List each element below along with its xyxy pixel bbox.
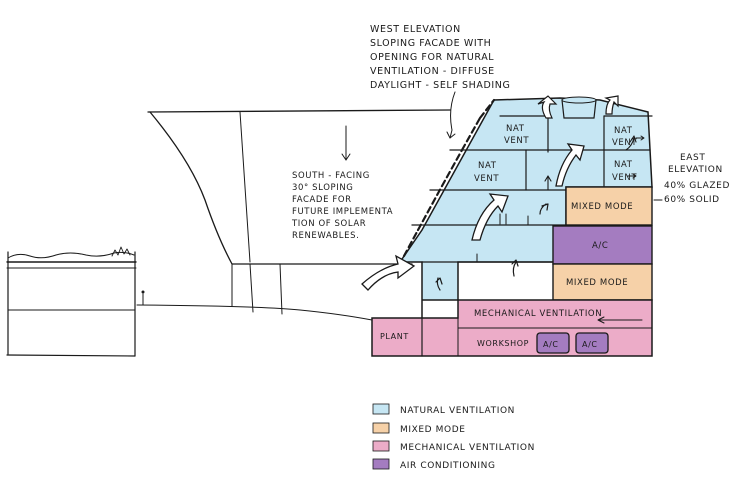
rising-arrow-mid — [471, 193, 509, 241]
annotation-leaders — [341, 91, 663, 201]
south-line-4: FUTURE IMPLEMENTA — [292, 207, 393, 217]
workshop-label: WORKSHOP — [477, 339, 529, 348]
zone-labels: NAT VENT NAT VENT NAT VENT NAT VENT MIXE… — [380, 124, 637, 349]
nat-vent-3-line-1: NAT — [614, 126, 633, 136]
legend-label-mechanical-ventilation: MECHANICAL VENTILATION — [400, 443, 535, 453]
ac-upper-label: A/C — [592, 241, 608, 251]
existing-building-left — [6, 246, 145, 357]
west-line-2: SLOPING FACADE WITH — [370, 38, 491, 49]
sloping-canopy — [147, 109, 451, 315]
legend-swatch-mechanical-ventilation — [372, 440, 390, 452]
legend-label-air-conditioning: AIR CONDITIONING — [400, 461, 496, 471]
nat-vent-2-line-2: VENT — [474, 174, 499, 184]
east-line-3: 40% GLAZED — [664, 181, 730, 191]
nat-vent-4-line-2: VENT — [612, 173, 637, 183]
annotation-west-elevation: WEST ELEVATION SLOPING FACADE WITH OPENI… — [370, 24, 510, 91]
west-line-5: DAYLIGHT - SELF SHADING — [370, 80, 510, 91]
legend-swatch-air-conditioning — [372, 458, 390, 470]
zone-air-conditioning-workshop-2 — [575, 332, 609, 354]
mechanical-ventilation-label: MECHANICAL VENTILATION — [474, 309, 602, 319]
nat-vent-4-line-1: NAT — [614, 160, 633, 170]
legend-item-air-conditioning: AIR CONDITIONING — [372, 458, 496, 471]
roof-exhaust-arrow-right — [604, 95, 619, 115]
legend-swatch-natural-ventilation — [372, 403, 390, 415]
south-line-5: TION OF SOLAR — [291, 219, 366, 229]
zone-air-conditioning-workshop-1 — [536, 332, 570, 354]
east-line-4: 60% SOLID — [664, 195, 720, 205]
nat-vent-1-line-1: NAT — [506, 124, 525, 134]
west-line-4: VENTILATION - DIFFUSE — [370, 66, 495, 77]
roof-exhaust-arrow-left — [537, 95, 558, 119]
west-line-1: WEST ELEVATION — [370, 24, 461, 35]
legend: NATURAL VENTILATION MIXED MODE MECHANICA… — [372, 403, 535, 471]
ac-workshop-2-label: A/C — [582, 340, 598, 349]
ac-workshop-1-label: A/C — [543, 340, 559, 349]
zone-mixed-mode-upper — [565, 186, 653, 226]
nat-vent-1-line-2: VENT — [504, 136, 529, 146]
zone-air-conditioning-upper — [552, 225, 653, 265]
south-line-2: 30° SLOPING — [292, 183, 353, 193]
building-section — [371, 96, 653, 357]
plant-label: PLANT — [380, 332, 409, 341]
airflow-arrows — [361, 95, 645, 324]
south-line-6: RENEWABLES. — [292, 231, 359, 241]
zone-mixed-mode-lower — [552, 263, 653, 301]
legend-label-mixed-mode: MIXED MODE — [400, 425, 466, 435]
nat-vent-2-line-1: NAT — [478, 161, 497, 171]
mixed-mode-upper-label: MIXED MODE — [571, 202, 633, 212]
annotation-south-facing: SOUTH - FACING 30° SLOPING FACADE FOR FU… — [291, 171, 393, 241]
legend-item-natural-ventilation: NATURAL VENTILATION — [372, 403, 515, 416]
nat-vent-3-line-2: VENT — [612, 138, 637, 148]
legend-swatch-mixed-mode — [372, 422, 390, 434]
rising-arrow-upper — [555, 143, 585, 187]
mixed-mode-lower-label: MIXED MODE — [566, 278, 628, 288]
legend-label-natural-ventilation: NATURAL VENTILATION — [400, 406, 515, 416]
west-line-3: OPENING FOR NATURAL — [370, 52, 494, 63]
legend-item-mixed-mode: MIXED MODE — [372, 422, 466, 435]
annotation-east-elevation: EAST ELEVATION 40% GLAZED 60% SOLID — [664, 153, 730, 205]
big-inlet-arrow — [361, 254, 416, 291]
east-line-1: EAST — [680, 153, 705, 163]
south-line-1: SOUTH - FACING — [292, 171, 370, 181]
legend-item-mechanical-ventilation: MECHANICAL VENTILATION — [372, 440, 535, 453]
south-line-3: FACADE FOR — [292, 195, 352, 205]
east-line-2: ELEVATION — [668, 165, 723, 175]
